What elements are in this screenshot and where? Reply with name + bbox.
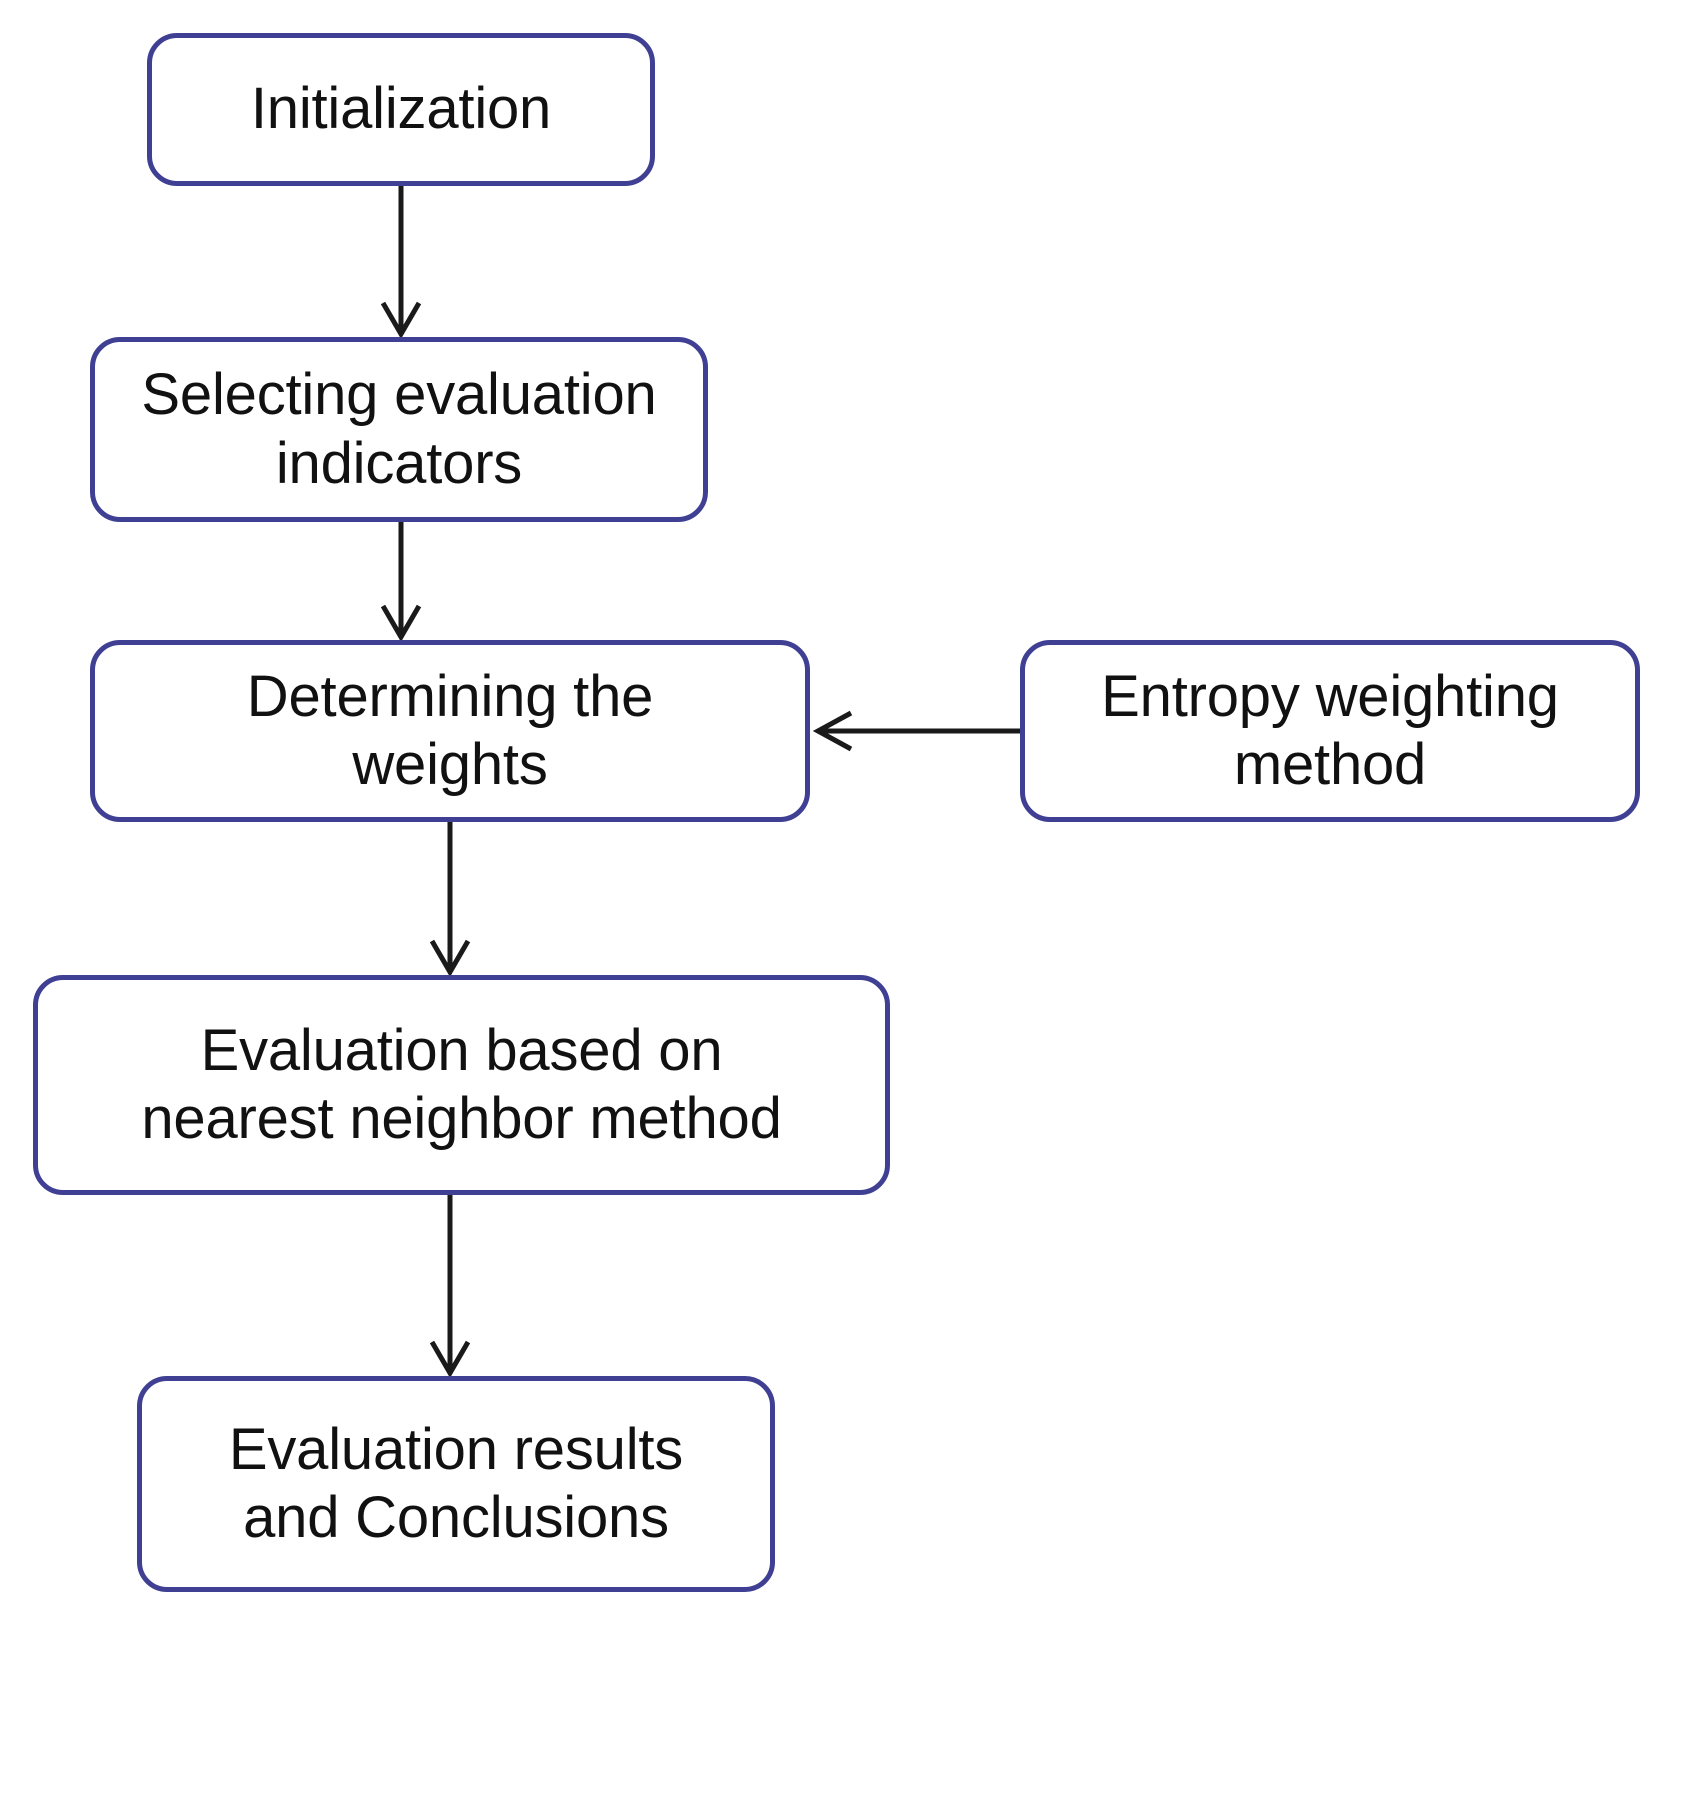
node-evaluation-nearest-neighbor-label: Evaluation based on nearest neighbor met… — [141, 1017, 782, 1151]
node-initialization[interactable]: Initialization — [147, 33, 655, 186]
edge-initialization-to-selecting — [380, 186, 422, 339]
edge-selecting-to-determining — [380, 522, 422, 642]
node-initialization-label: Initialization — [250, 76, 552, 142]
edge-evaluation-to-results — [429, 1195, 471, 1378]
node-evaluation-results-conclusions-label: Evaluation results and Conclusions — [228, 1416, 684, 1550]
node-selecting-evaluation-indicators-label: Selecting evaluation indicators — [141, 362, 657, 496]
node-entropy-weighting-method[interactable]: Entropy weighting method — [1020, 640, 1640, 822]
edge-entropy-to-determining — [812, 710, 1020, 752]
node-entropy-weighting-method-label: Entropy weighting method — [1101, 663, 1559, 797]
edge-determining-to-evaluation — [429, 822, 471, 977]
node-determining-the-weights-label: Determining the weights — [246, 663, 654, 797]
node-determining-the-weights[interactable]: Determining the weights — [90, 640, 810, 822]
node-selecting-evaluation-indicators[interactable]: Selecting evaluation indicators — [90, 337, 708, 522]
node-evaluation-nearest-neighbor[interactable]: Evaluation based on nearest neighbor met… — [33, 975, 890, 1195]
node-evaluation-results-conclusions[interactable]: Evaluation results and Conclusions — [137, 1376, 775, 1592]
